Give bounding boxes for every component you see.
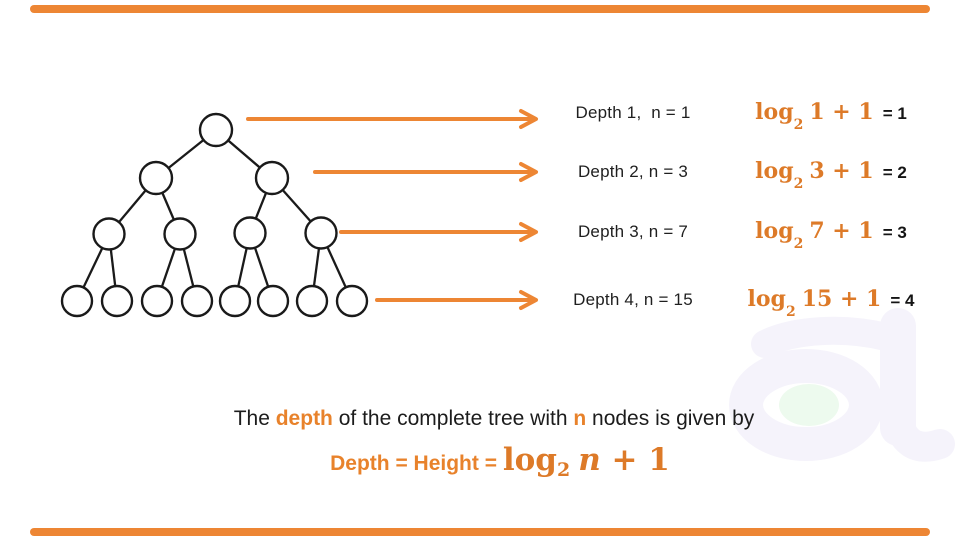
tree-node (198, 112, 234, 148)
depth-4-label: Depth 4, n = 15 (573, 290, 693, 309)
tree-node (233, 216, 267, 250)
top-border-bar (30, 5, 930, 13)
tree-node (138, 160, 174, 196)
depth-1-label: Depth 1, n = 1 (575, 103, 691, 122)
bottom-border-bar (30, 528, 930, 536)
arrow-depth-2-icon (313, 162, 538, 182)
tree-node (295, 284, 329, 318)
tree-node (254, 160, 290, 196)
tree-nodes (60, 112, 369, 318)
arrow-depth-4-icon (375, 290, 538, 310)
level-arrows (246, 109, 538, 310)
tree-node (140, 284, 174, 318)
tree-node (180, 284, 214, 318)
formula-prefix: Depth = Height = (330, 452, 503, 475)
tree-node (100, 284, 134, 318)
watermark-letter-a (729, 308, 955, 462)
depth-3-label: Depth 3, n = 7 (577, 222, 689, 241)
tree-node (304, 216, 338, 250)
caption-highlight-n: n (573, 407, 587, 430)
tree-edges (75, 129, 354, 302)
tree-node (92, 217, 126, 251)
tree-node (163, 217, 197, 251)
tree-node (256, 284, 290, 318)
caption-sentence: The depth of the complete tree with n no… (233, 407, 755, 430)
depth-2-label: Depth 2, n = 3 (577, 162, 689, 181)
caption-highlight-depth: depth (275, 407, 333, 430)
arrow-depth-1-icon (246, 109, 538, 129)
arrow-depth-3-icon (339, 222, 538, 242)
tree-node (335, 284, 369, 318)
watermark-dot (779, 384, 839, 426)
tree-node (218, 284, 252, 318)
tree-node (60, 284, 94, 318)
